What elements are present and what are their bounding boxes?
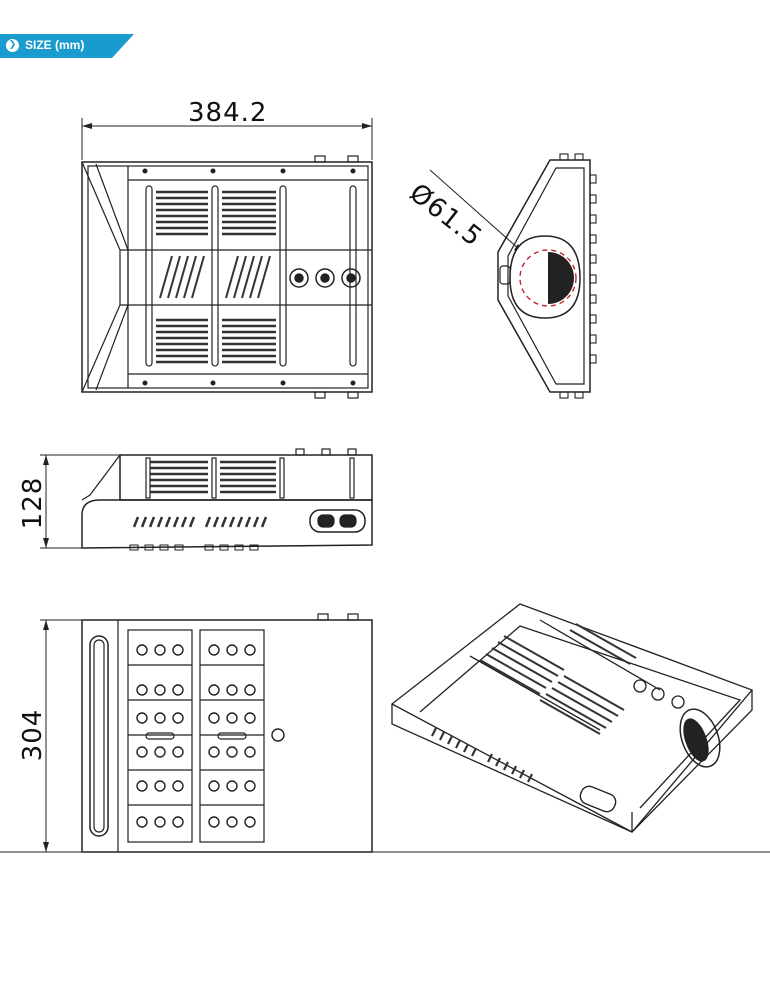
tag-background: [0, 34, 134, 58]
end-view: [429, 153, 597, 399]
tag-label: SIZE (mm): [25, 38, 85, 52]
height-dimension-label: 128: [18, 476, 48, 530]
width-dimension-label: 384.2: [188, 98, 268, 128]
depth-dimension-label: 304: [18, 708, 48, 762]
chevron-right-icon: ❯: [6, 39, 19, 52]
side-view: [40, 448, 373, 551]
top-view: [81, 118, 373, 399]
section-tag: ❯ SIZE (mm): [0, 34, 134, 58]
bottom-view: [40, 613, 373, 853]
isometric-view: [390, 603, 754, 833]
